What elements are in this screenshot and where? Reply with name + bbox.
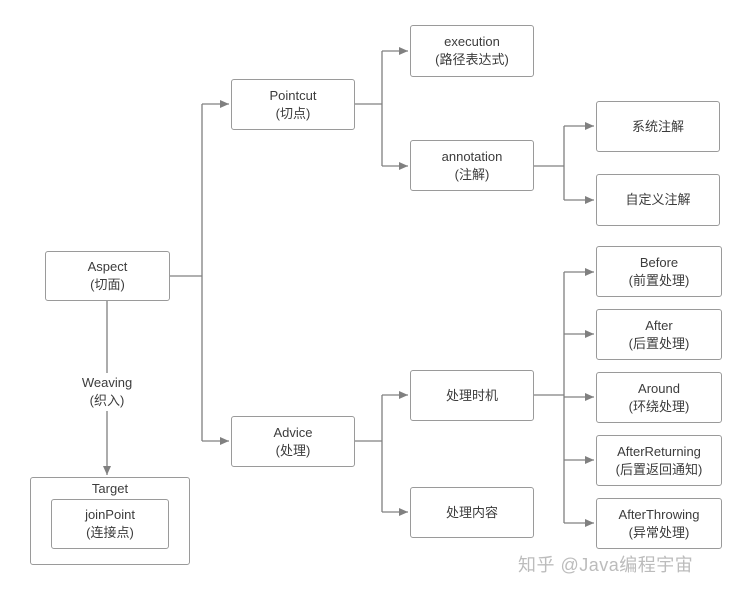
node-title: Before bbox=[639, 254, 679, 270]
node-title: execution bbox=[444, 34, 500, 50]
node-title: Aspect bbox=[87, 259, 128, 275]
node-title: AfterReturning bbox=[617, 443, 701, 459]
node-annotation: annotation (注解) bbox=[410, 140, 534, 191]
node-subtitle: (后置返回通知) bbox=[615, 461, 703, 477]
node-advice: Advice (处理) bbox=[231, 416, 355, 467]
node-custom-annotation: 自定义注解 bbox=[596, 174, 720, 226]
node-subtitle: (处理) bbox=[275, 442, 311, 458]
node-subtitle: (后置处理) bbox=[628, 335, 690, 351]
node-title: 处理内容 bbox=[445, 504, 498, 520]
node-after-throwing: AfterThrowing (异常处理) bbox=[596, 498, 722, 549]
node-advice-content: 处理内容 bbox=[410, 487, 534, 538]
node-title: 处理时机 bbox=[445, 387, 498, 403]
edge-label-subtitle: (织入) bbox=[89, 393, 125, 408]
node-joinpoint: joinPoint (连接点) bbox=[51, 499, 169, 549]
node-title: joinPoint bbox=[85, 507, 135, 523]
node-subtitle: (注解) bbox=[454, 166, 490, 182]
node-system-annotation: 系统注解 bbox=[596, 101, 720, 152]
node-subtitle: (切面) bbox=[90, 277, 125, 292]
node-pointcut: Pointcut (切点) bbox=[231, 79, 355, 130]
node-title: 自定义注解 bbox=[625, 192, 691, 208]
edge-label-weaving: Weaving (织入) bbox=[69, 373, 145, 411]
zhihu-watermark: 知乎 @Java编程宇宙 bbox=[518, 555, 694, 575]
node-subtitle: (异常处理) bbox=[628, 524, 690, 540]
node-execution: execution (路径表达式) bbox=[410, 25, 534, 77]
node-advice-timing: 处理时机 bbox=[410, 370, 534, 421]
node-title: Around bbox=[638, 380, 680, 396]
node-aspect: Aspect (切面) bbox=[45, 251, 170, 301]
node-after: After (后置处理) bbox=[596, 309, 722, 360]
node-title: AfterThrowing bbox=[618, 506, 700, 522]
node-around: Around (环绕处理) bbox=[596, 372, 722, 423]
node-subtitle: (路径表达式) bbox=[435, 52, 509, 67]
edge-label-title: Weaving bbox=[81, 374, 133, 390]
node-title: After bbox=[645, 317, 673, 333]
node-title: Pointcut bbox=[269, 87, 317, 103]
node-subtitle: (前置处理) bbox=[628, 272, 690, 288]
node-subtitle: (切点) bbox=[275, 105, 311, 121]
node-subtitle: (连接点) bbox=[86, 525, 134, 540]
group-target-label: Target bbox=[91, 481, 129, 496]
node-title: 系统注解 bbox=[631, 118, 684, 134]
node-title: annotation bbox=[441, 148, 503, 164]
node-subtitle: (环绕处理) bbox=[628, 398, 690, 414]
group-target: Target joinPoint (连接点) bbox=[30, 477, 190, 565]
node-before: Before (前置处理) bbox=[596, 246, 722, 297]
node-title: Advice bbox=[273, 424, 313, 440]
node-after-returning: AfterReturning (后置返回通知) bbox=[596, 435, 722, 486]
